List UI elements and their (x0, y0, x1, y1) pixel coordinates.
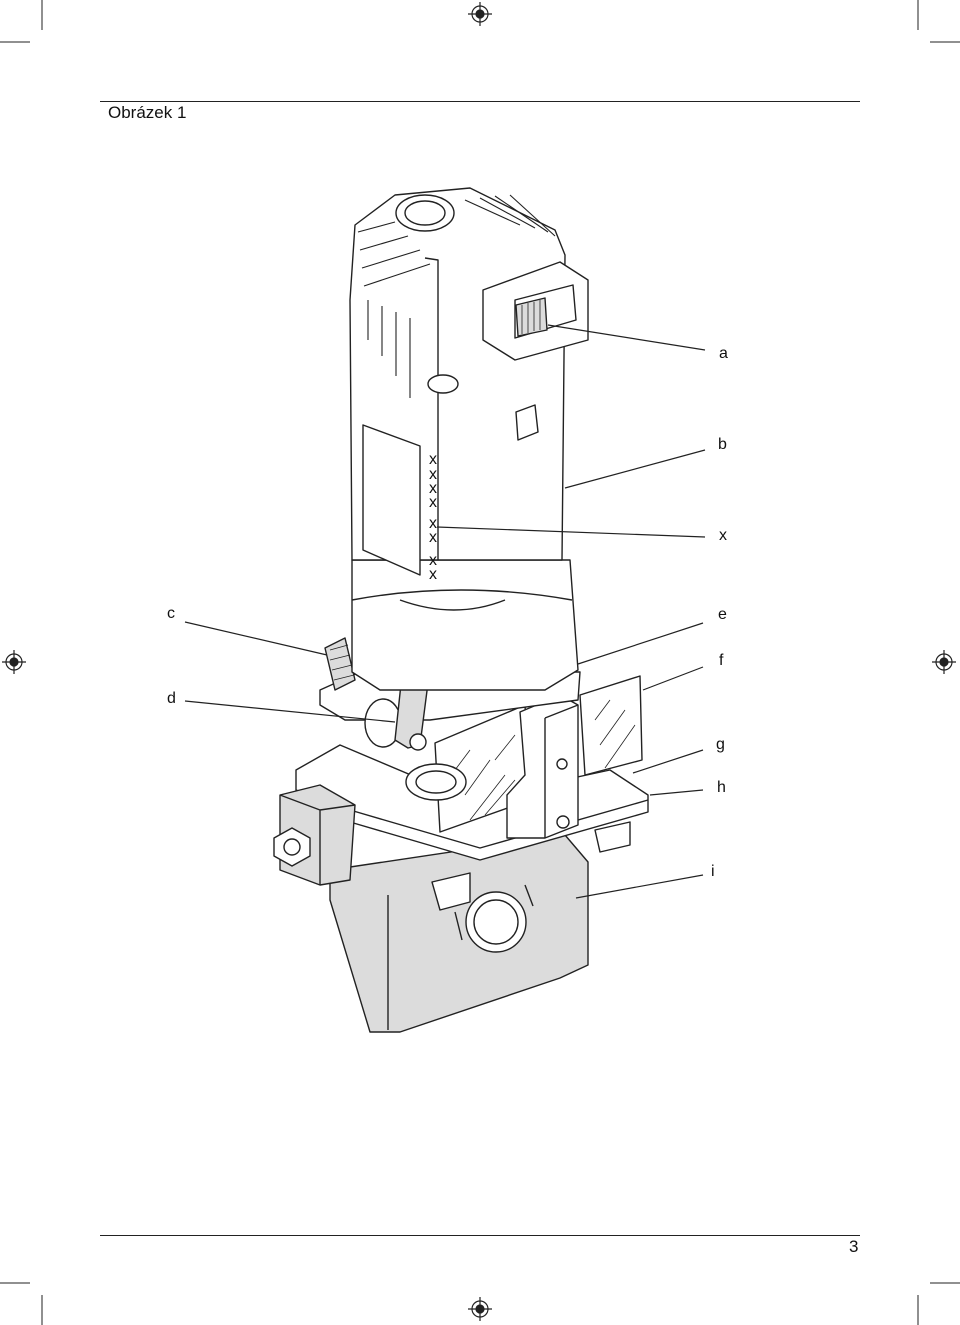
callout-a: a (719, 345, 728, 362)
header-rule (100, 101, 860, 102)
callout-e: e (718, 606, 727, 623)
callout-g: g (716, 736, 725, 753)
housing-marking: x (429, 552, 437, 569)
footer-rule (100, 1235, 860, 1236)
page-number: 3 (849, 1237, 859, 1256)
housing-marking: x (429, 451, 437, 468)
callout-i: i (711, 863, 715, 880)
housing-marking: x (429, 480, 437, 497)
callout-f: f (719, 652, 724, 669)
housing-marking: x (429, 515, 437, 532)
callout-b: b (718, 436, 727, 453)
callout-d: d (167, 690, 176, 707)
housing-marking: x (429, 466, 437, 483)
figure-title: Obrázek 1 (108, 103, 187, 122)
housing-marking: x (429, 566, 437, 583)
housing-marking: x (429, 494, 437, 511)
callout-h: h (717, 779, 726, 796)
housing-marking: x (429, 529, 437, 546)
biscuit-jointer-drawing (273, 187, 649, 1033)
leader-lines (184, 324, 706, 899)
callout-c: c (167, 605, 175, 622)
callout-x: x (719, 527, 727, 544)
